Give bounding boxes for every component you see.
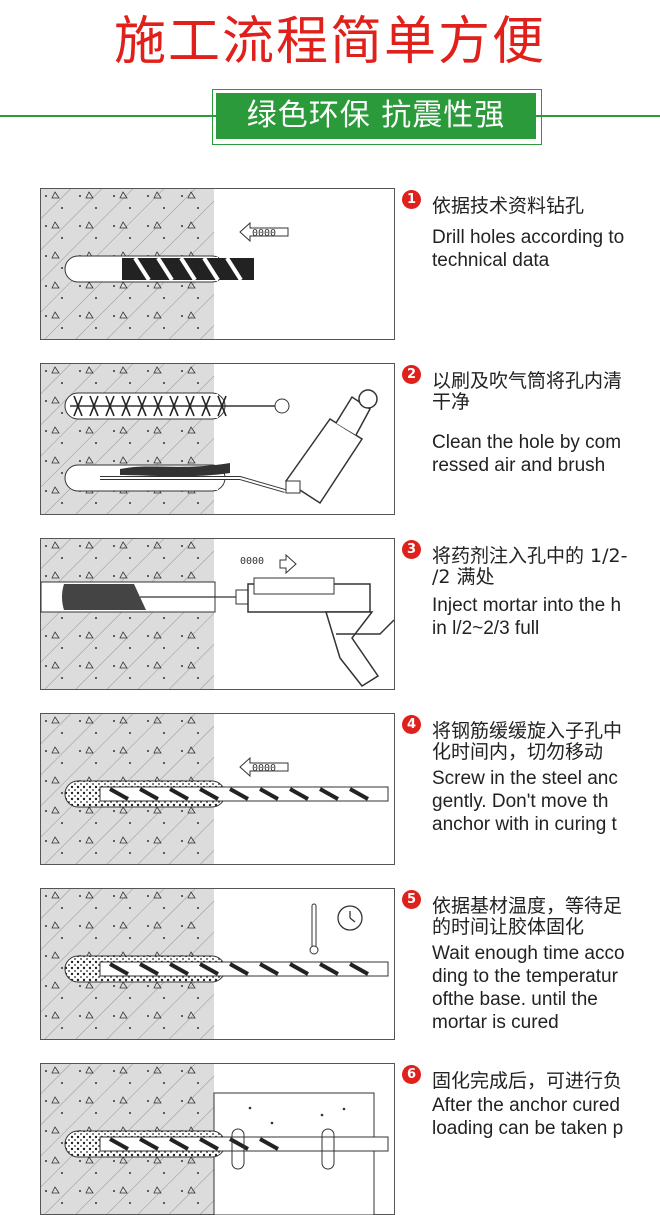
step-4-illustration: 0000: [40, 713, 395, 865]
step-number-badge: 6: [402, 1065, 421, 1084]
step-6-illustration: [40, 1063, 395, 1215]
step-1: 1 依据技术资料钻孔 Drill holes according to tech…: [402, 190, 660, 360]
banner-frame: [212, 89, 542, 145]
step-3: 3 将药剂注入孔中的 1/2- /2 满处 Inject mortar into…: [402, 540, 660, 710]
step-3-zh: 将药剂注入孔中的 1/2- /2 满处: [432, 545, 628, 588]
step-5-en: Wait enough time acco ding to the temper…: [432, 943, 625, 1033]
step-6: 6 固化完成后，可进行负 After the anchor cured load…: [402, 1065, 660, 1157]
step-number-badge: 3: [402, 540, 421, 559]
step-4-en: Screw in the steel anc gently. Don't mov…: [432, 768, 618, 835]
step-1-illustration: 0000: [40, 188, 395, 340]
step-4-zh: 将钢筋缓缓旋入子孔中 化时间内，切勿移动: [432, 720, 623, 763]
step-6-en: After the anchor cured loading can be ta…: [432, 1095, 624, 1139]
step-4: 4 将钢筋缓缓旋入子孔中 化时间内，切勿移动 Screw in the stee…: [402, 715, 660, 885]
step-1-zh: 依据技术资料钻孔: [432, 195, 585, 217]
step-number-badge: 2: [402, 365, 421, 384]
step-2-en: Clean the hole by com ressed air and bru…: [432, 432, 622, 476]
step-5-zh: 依据基材温度，等待足 的时间让胶体固化: [432, 895, 623, 938]
banner-subtitle: 绿色环保 抗震性强: [216, 93, 536, 139]
step-number-badge: 4: [402, 715, 421, 734]
step-5-illustration: [40, 888, 395, 1040]
step-3-illustration: 0000: [40, 538, 395, 690]
step-2-illustration: [40, 363, 395, 515]
svg-text:0000: 0000: [252, 228, 276, 239]
step-number-badge: 1: [402, 190, 421, 209]
svg-text:0000: 0000: [252, 763, 276, 774]
step-number-badge: 5: [402, 890, 421, 909]
step-2-zh: 以刷及吹气筒将孔内清 干净: [432, 370, 623, 413]
page-title: 施工流程简单方便: [113, 12, 546, 72]
step-2: 2 以刷及吹气筒将孔内清 干净 Clean the hole by com re…: [402, 365, 660, 535]
step-1-en: Drill holes according to technical data: [432, 227, 625, 271]
step-5: 5 依据基材温度，等待足 的时间让胶体固化 Wait enough time a…: [402, 890, 660, 1060]
step-6-zh: 固化完成后，可进行负: [432, 1070, 623, 1092]
step-3-en: Inject mortar into the h in l/2~2/3 full: [432, 595, 622, 639]
svg-text:0000: 0000: [240, 556, 264, 567]
